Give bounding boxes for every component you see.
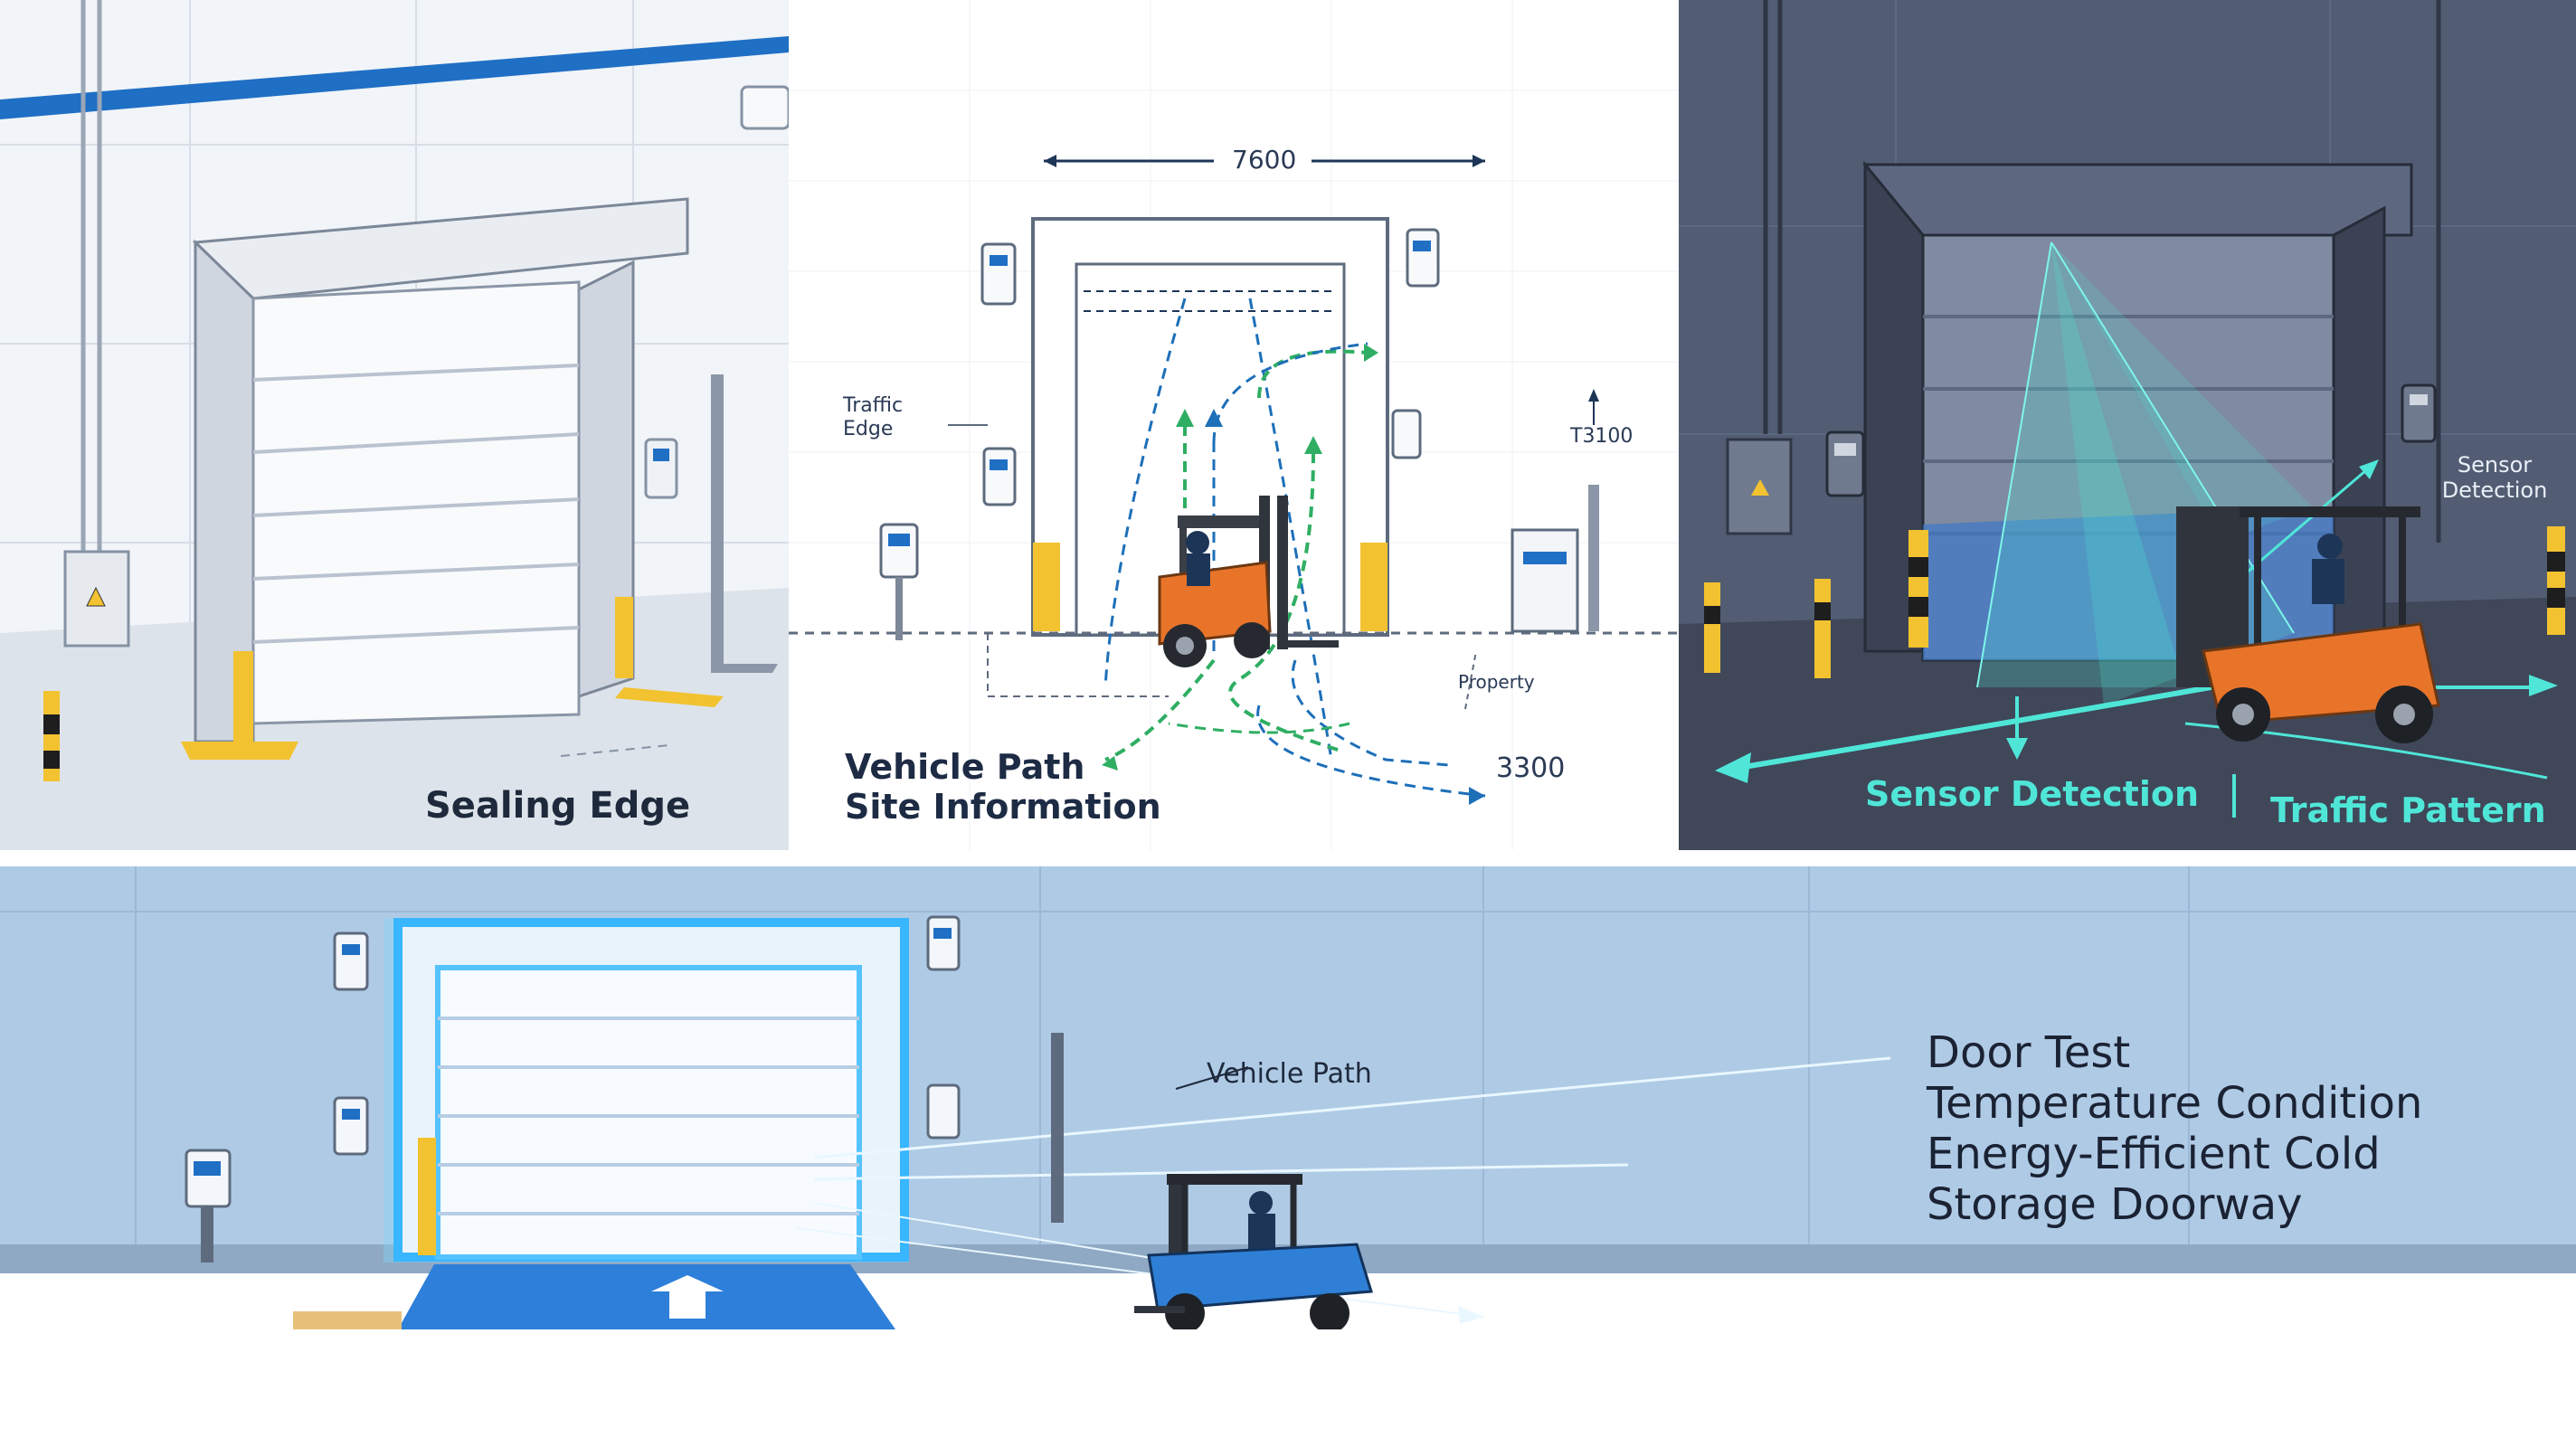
- caption-site-information: Site Information: [845, 787, 1161, 827]
- panel-sealing-edge: Sealing Edge: [0, 0, 789, 850]
- forklift-blue: [1134, 1174, 1373, 1329]
- caption-sealing-edge: Sealing Edge: [425, 785, 691, 827]
- panel-sensor-detection: Sensor Detection Sensor Detection Traffi…: [1679, 0, 2576, 850]
- panel-site-information: 7600 T3100 Traffic Edge Property 3300 Ve…: [789, 0, 1679, 850]
- dimension-width: 7600: [1232, 145, 1297, 175]
- property-label: Property: [1458, 671, 1535, 693]
- forklift-orange: [1158, 496, 1339, 667]
- caption-vehicle-path: Vehicle Path: [845, 747, 1085, 787]
- sealing-edge-illustration: [0, 0, 789, 850]
- side-label-sensor-detection: Sensor Detection: [2441, 452, 2548, 503]
- caption-traffic-pattern: Traffic Pattern: [2270, 790, 2546, 830]
- title-temperature-condition: Temperature Condition: [1927, 1078, 2423, 1129]
- sensor-detection-illustration: [1679, 0, 2576, 850]
- site-plan-illustration: [789, 0, 1679, 850]
- dimension-run: 3300: [1496, 752, 1566, 784]
- title-door-test: Door Test: [1927, 1027, 2131, 1078]
- title-storage-doorway: Storage Doorway: [1927, 1179, 2303, 1230]
- title-energy-efficient-cold: Energy-Efficient Cold: [1927, 1129, 2381, 1179]
- forklift-orange-sensor: [2176, 506, 2440, 743]
- caption-sensor-detection: Sensor Detection: [1865, 774, 2200, 814]
- vehicle-path-label: Vehicle Path: [1207, 1058, 1372, 1090]
- door-test-illustration: [0, 866, 2576, 1329]
- dimension-height: T3100: [1570, 425, 1634, 448]
- traffic-edge-label: Traffic Edge: [843, 394, 904, 440]
- panel-door-test: Vehicle Path Door Test Temperature Condi…: [0, 866, 2576, 1329]
